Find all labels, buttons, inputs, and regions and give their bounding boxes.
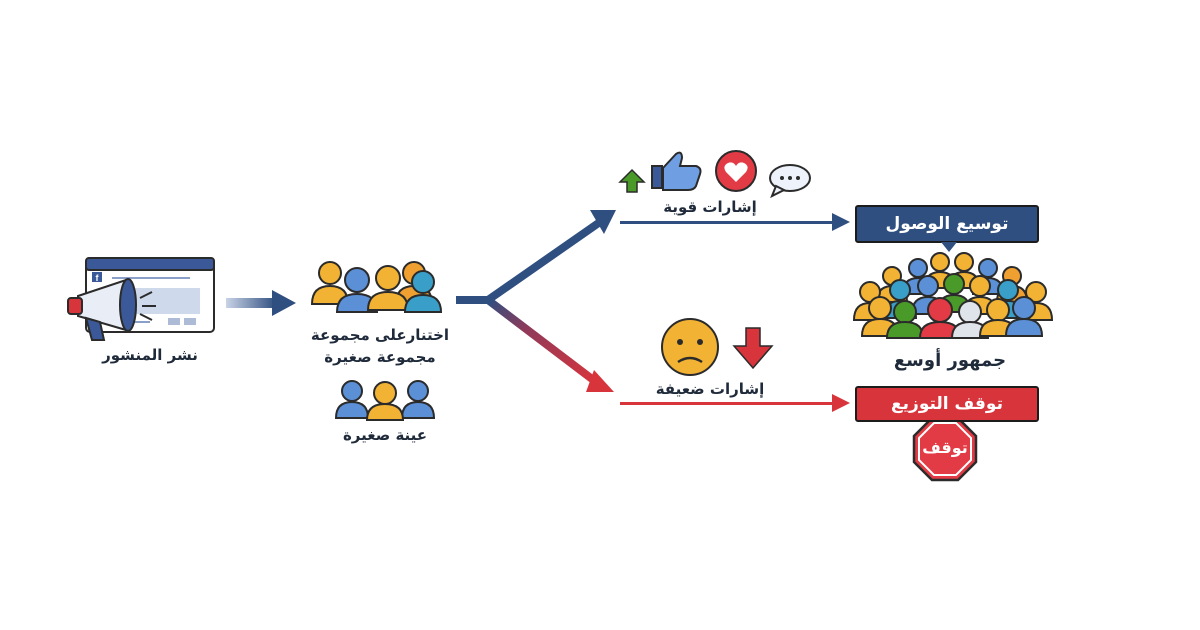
wider-audience-label: جمهور أوسع xyxy=(893,350,1007,371)
sad-face-icon xyxy=(661,318,719,376)
arrow-to-expand-reach xyxy=(620,213,850,231)
megaphone-icon xyxy=(67,278,156,341)
up-arrow-icon xyxy=(618,168,646,193)
weak-signals-label: إشارات ضعيفة xyxy=(655,380,765,398)
small-group-label-line1: اختنارعلى مجموعة xyxy=(310,326,450,344)
arrow-to-stop-distribution xyxy=(620,394,850,412)
stop-distribution-label: توقف التوزيع xyxy=(891,394,1003,414)
heart-icon xyxy=(715,150,757,192)
expand-reach-badge: توسيع الوصول xyxy=(855,205,1039,243)
arrow-publish-to-group xyxy=(226,290,296,316)
stop-sign-icon xyxy=(912,416,978,482)
strong-signals-label: إشارات قوية xyxy=(663,198,757,216)
stop-sign-label: توقف xyxy=(922,438,968,457)
arrow-branch-strong xyxy=(456,210,616,304)
sample-label: عينة صغيرة xyxy=(342,426,428,444)
publish-post-label: نشر المنشور xyxy=(102,346,198,364)
small-group-people-icon xyxy=(310,261,443,313)
comment-icon xyxy=(769,164,811,199)
expand-reach-pointer xyxy=(941,242,957,252)
small-group-label-line2: مجموعة صغيرة xyxy=(324,348,436,366)
stop-distribution-badge: توقف التوزيع xyxy=(855,386,1039,422)
expand-reach-label: توسيع الوصول xyxy=(885,214,1009,234)
thumbs-up-icon xyxy=(651,151,702,191)
crowd-icon xyxy=(852,252,1054,339)
svg-text:f: f xyxy=(96,273,100,283)
down-arrow-icon xyxy=(732,327,774,370)
arrow-branch-weak xyxy=(485,296,614,392)
sample-people-icon xyxy=(334,380,436,421)
